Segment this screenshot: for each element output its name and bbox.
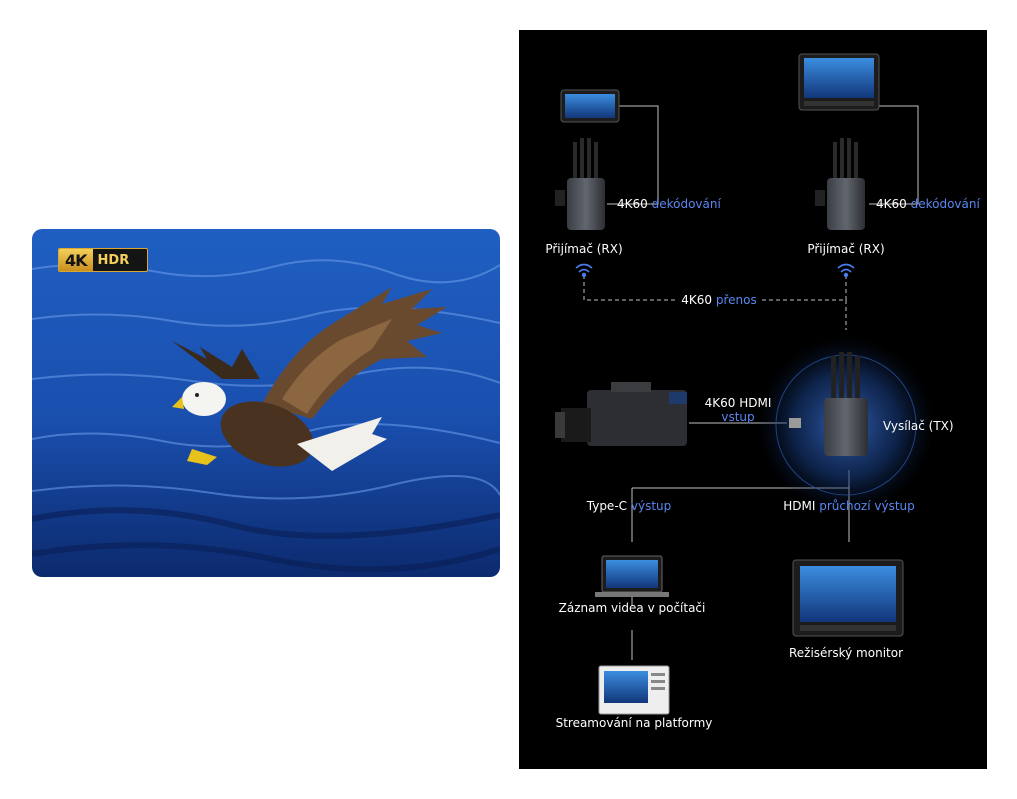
hdmi-out-blue: průchozí výstup (819, 499, 915, 513)
typec-output-label: Type-C výstup (587, 499, 672, 513)
transmission-label: 4K60 přenos (676, 293, 762, 307)
hdmi-out-white: HDMI (783, 499, 816, 513)
rx-right-decode-white: 4K60 (876, 197, 907, 211)
transmission-white: 4K60 (681, 293, 713, 307)
rx-left-device-icon (555, 138, 605, 230)
badge-hdr: HDR (97, 252, 130, 268)
rx-left-decode-label: 4K60 dekódování (617, 197, 721, 211)
rx-left-name: Přijímač (RX) (545, 242, 623, 256)
hdmi-in-blue: vstup (721, 410, 755, 424)
eagle-photo (32, 229, 500, 577)
laptop-icon (595, 555, 669, 597)
rx-right-monitor-icon (798, 53, 880, 111)
hdmi-out-label: HDMI průchozí výstup (783, 499, 915, 513)
connection-diagram: 4K60 dekódování Přijímač (RX) 4K60 dekód… (519, 30, 987, 769)
wifi-icon-left (575, 263, 593, 278)
rx-right-decode-blue: dekódování (910, 197, 980, 211)
eagle-illustration (32, 229, 500, 577)
hdmi-in-label: 4K60 HDMI vstup (705, 396, 772, 424)
rx-right-decode-label: 4K60 dekódování (876, 197, 980, 211)
typec-blue: výstup (630, 499, 672, 513)
badge-4k: 4K (59, 249, 93, 271)
4k-hdr-badge: 4K HDR (58, 248, 148, 272)
pc-record-label: Záznam videa v počítači (558, 601, 706, 615)
director-monitor-icon (792, 559, 904, 637)
hdmi-in-white: 4K60 HDMI (704, 396, 772, 410)
rx-left-decode-blue: dekódování (651, 197, 721, 211)
typec-white: Type-C (586, 499, 628, 513)
director-monitor-label: Režisérský monitor (788, 646, 904, 660)
wifi-icon-right (837, 263, 855, 278)
streaming-label: Streamování na platformy (555, 716, 713, 730)
cinema-camera-icon (555, 382, 687, 446)
tx-device-icon (789, 352, 868, 456)
rx-left-decode-white: 4K60 (617, 197, 648, 211)
rx-right-device-icon (815, 138, 865, 230)
rx-right-name: Přijímač (RX) (807, 242, 885, 256)
streaming-screen-icon (598, 665, 670, 715)
tx-name: Vysílač (TX) (883, 419, 954, 433)
rx-left-monitor-icon (560, 89, 620, 123)
transmission-blue: přenos (715, 293, 757, 307)
